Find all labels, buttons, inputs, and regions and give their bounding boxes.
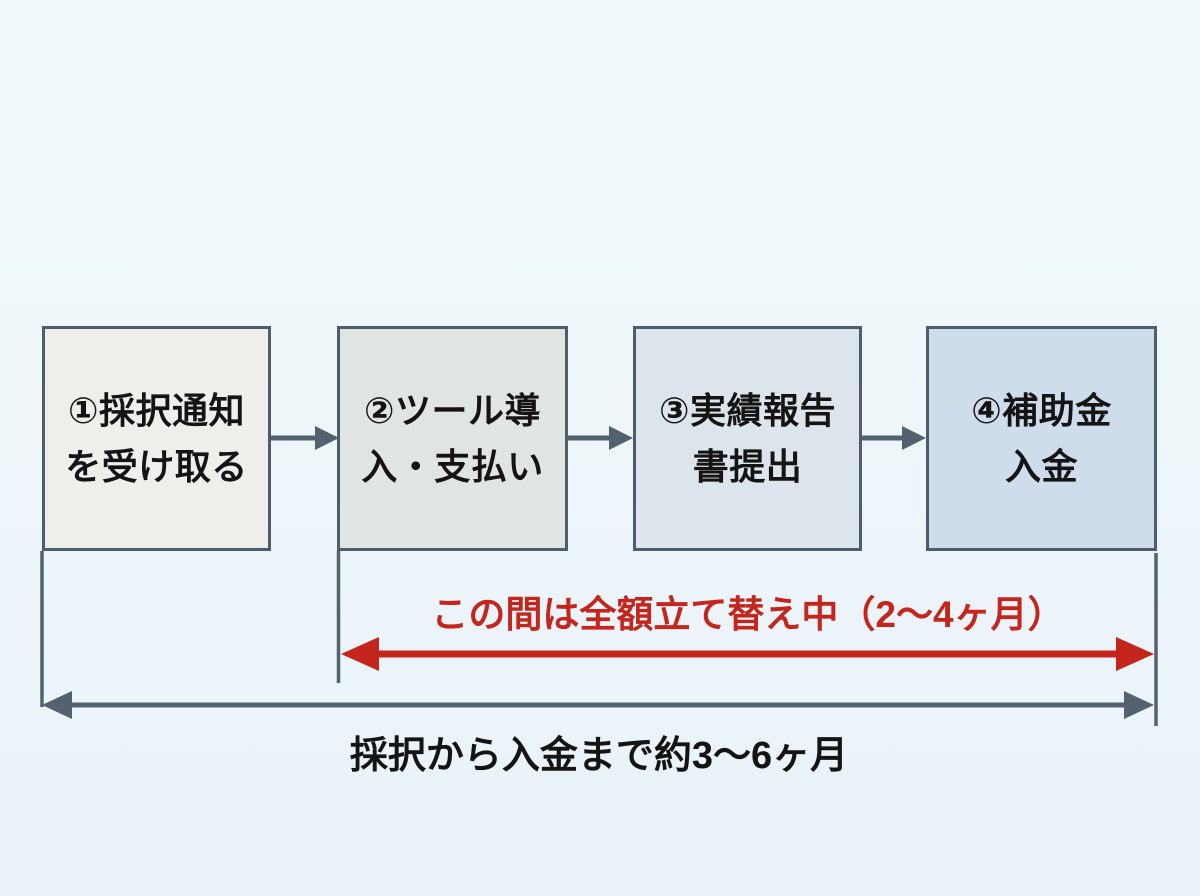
step-2-label-line-1: ②ツール導: [364, 389, 541, 431]
advance-period-label: この間は全額立て替え中（2〜4ヶ月）: [431, 594, 1065, 635]
step-box-3: ③実績報告 書提出: [633, 326, 862, 551]
step-3-label-line-1: ③実績報告: [659, 389, 836, 431]
step-4-label-line-1: ④補助金: [971, 389, 1112, 431]
step-box-4: ④補助金 入金: [926, 326, 1157, 551]
step-box-2: ②ツール導 入・支払い: [337, 326, 568, 551]
flow-arrow-step1-step2-icon: [271, 426, 339, 450]
step-3-label-line-2: 書提出: [692, 445, 803, 487]
flow-arrow-step2-step3-icon: [568, 426, 633, 450]
total-period-arrow-icon: [42, 691, 1154, 719]
step-box-1: ①採択通知 を受け取る: [42, 326, 271, 551]
step-2-label-line-2: 入・支払い: [361, 445, 544, 487]
step-1-label-line-1: ①採択通知: [68, 389, 245, 431]
flow-arrow-step3-step4-icon: [862, 426, 926, 450]
step-4-label-line-2: 入金: [1004, 445, 1078, 487]
total-period-label: 採択から入金まで約3〜6ヶ月: [349, 735, 849, 777]
step-1-label-line-2: を受け取る: [65, 445, 248, 487]
bracket-lines: [40, 551, 1158, 726]
advance-period-arrow-icon: [341, 637, 1154, 671]
